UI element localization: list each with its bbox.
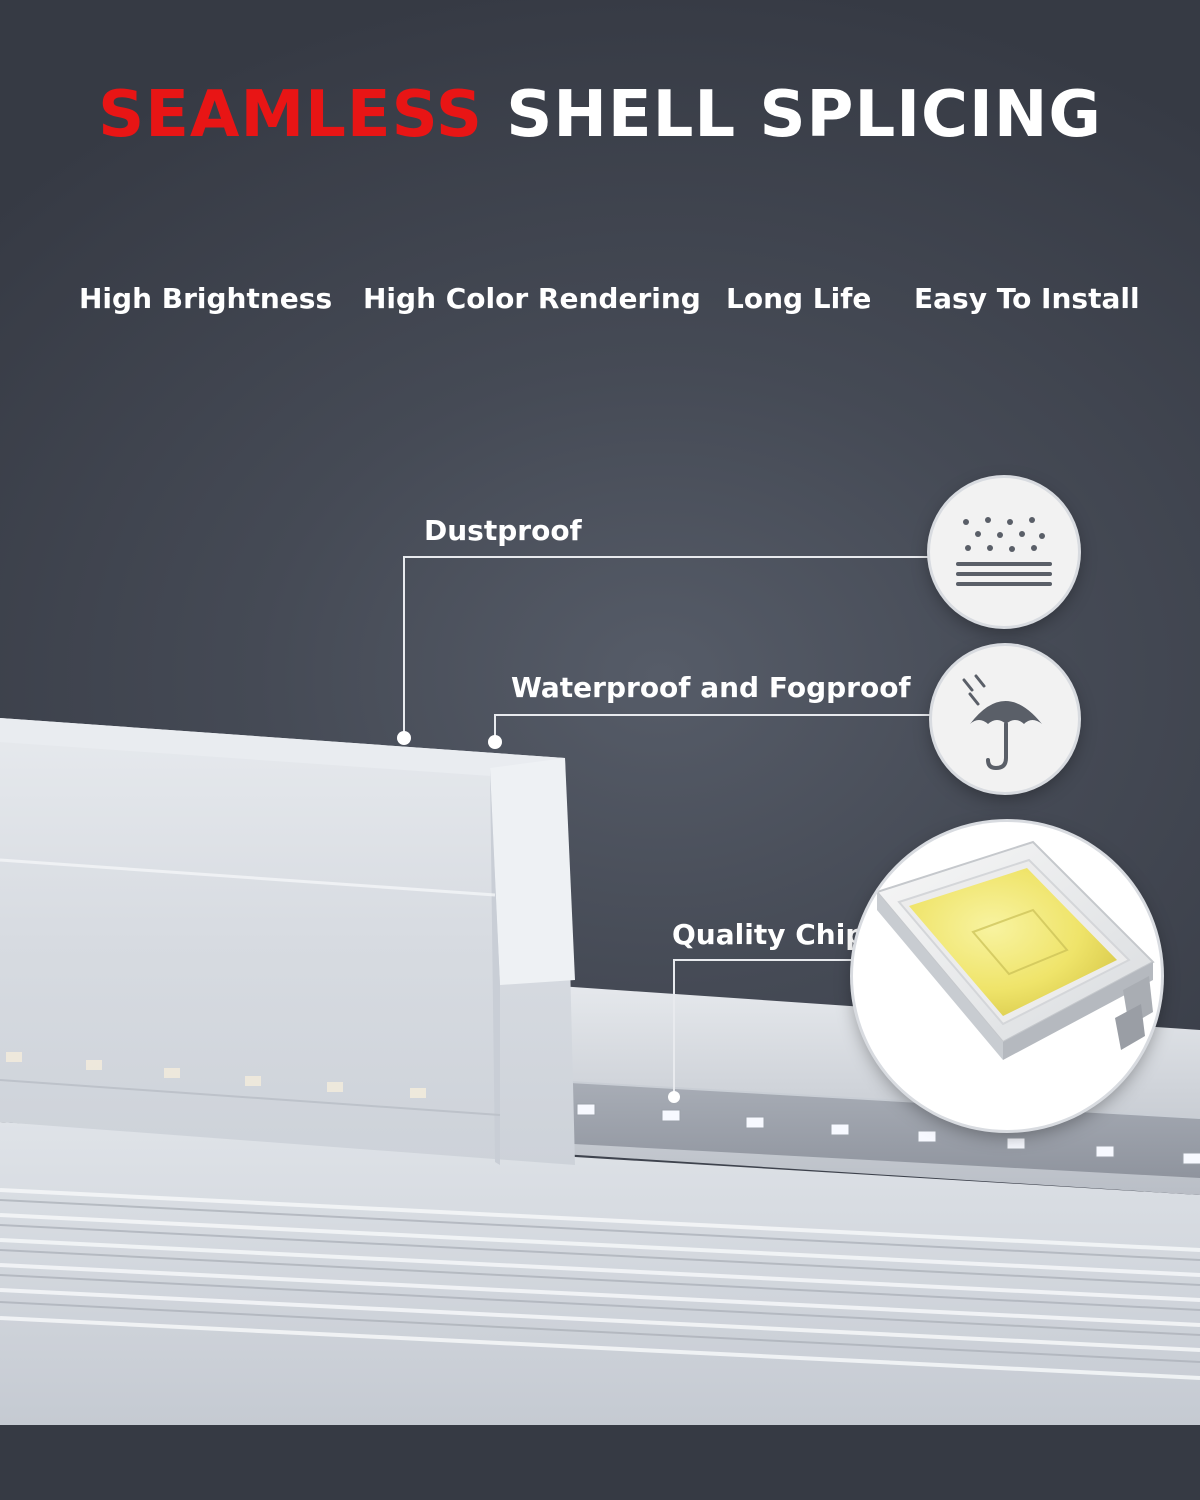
- page-title: SEAMLESS SHELL SPLICING: [0, 78, 1200, 152]
- feature-list: High Brightness High Color Rendering Lon…: [0, 282, 1200, 326]
- feature-high-brightness: High Brightness: [79, 282, 333, 315]
- callout-quality-chip-label: Quality Chip: [672, 918, 866, 951]
- feature-easy-to-install: Easy To Install: [914, 282, 1140, 315]
- feature-high-color-rendering: High Color Rendering: [363, 282, 701, 315]
- title-accent: SEAMLESS: [98, 78, 483, 152]
- led-chip-icon: [853, 822, 1161, 1130]
- dust-particles-icon: [930, 478, 1078, 626]
- callout-dustproof-label: Dustproof: [424, 514, 582, 547]
- umbrella-rain-icon: [932, 646, 1078, 792]
- callout-waterproof-label: Waterproof and Fogproof: [511, 671, 911, 704]
- title-rest: SHELL SPLICING: [506, 78, 1102, 152]
- callout-lines: [403, 556, 930, 1097]
- feature-long-life: Long Life: [726, 282, 872, 315]
